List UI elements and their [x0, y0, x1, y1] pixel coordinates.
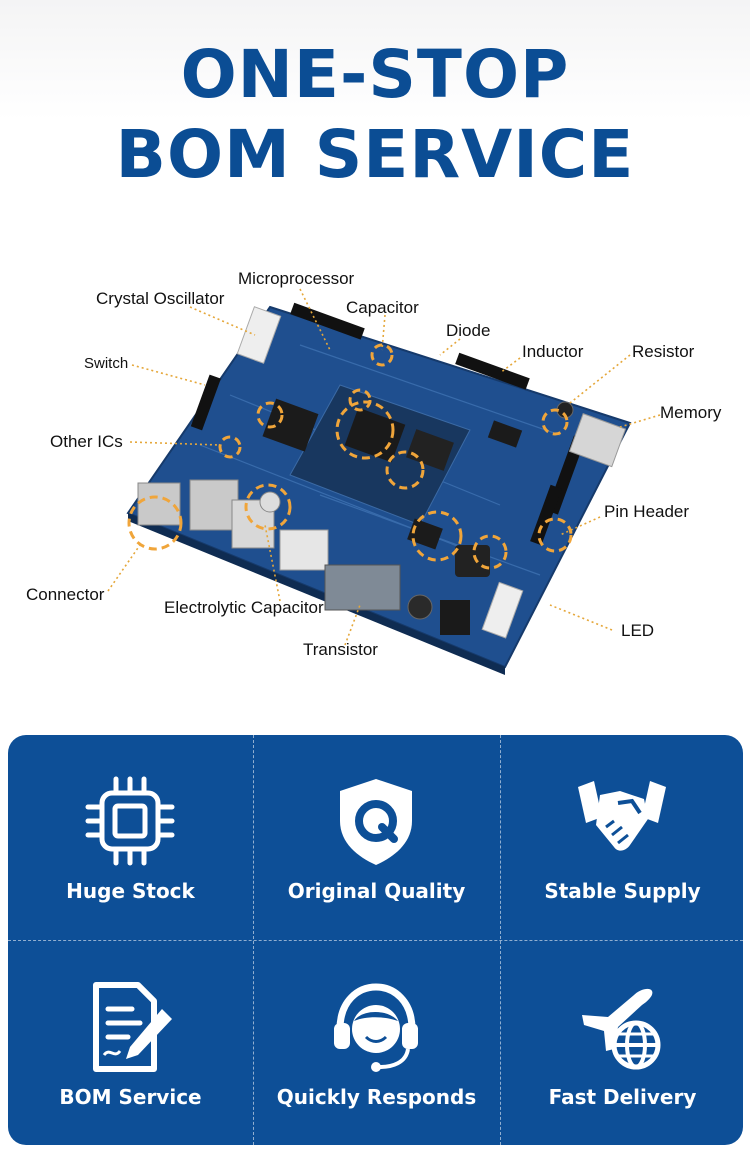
- label-capacitor: Capacitor: [346, 298, 419, 317]
- feature-label: Stable Supply: [544, 879, 701, 903]
- feature-label: Huge Stock: [66, 879, 195, 903]
- feature-label: Fast Delivery: [548, 1085, 697, 1109]
- label-led: LED: [621, 621, 655, 640]
- label-pin-header: Pin Header: [604, 502, 690, 521]
- feature-huge-stock: Huge Stock: [8, 735, 253, 940]
- pcb-diagram: Microprocessor Crystal Oscillator Capaci…: [0, 255, 750, 685]
- feature-original-quality: Original Quality: [254, 735, 499, 940]
- plane-globe-icon: [582, 988, 661, 1070]
- label-transistor: Transistor: [303, 640, 378, 659]
- label-diode: Diode: [446, 321, 491, 340]
- label-inductor: Inductor: [522, 342, 584, 361]
- feature-label: Original Quality: [287, 879, 466, 903]
- headset-icon: [334, 983, 418, 1072]
- feature-bom-service: BOM Service: [8, 941, 253, 1145]
- label-memory: Memory: [660, 403, 722, 422]
- label-electrolytic-capacitor: Electrolytic Capacitor: [164, 598, 324, 617]
- chip-icon: [85, 776, 175, 866]
- feature-label: Quickly Responds: [276, 1085, 477, 1109]
- label-microprocessor: Microprocessor: [238, 269, 355, 288]
- features-panel: Huge Stock Original Quality Stable Suppl…: [8, 735, 743, 1145]
- label-switch: Switch: [84, 355, 129, 372]
- feature-quickly-responds: Quickly Responds: [254, 941, 499, 1145]
- label-resistor: Resistor: [632, 342, 695, 361]
- label-crystal-oscillator: Crystal Oscillator: [96, 289, 225, 308]
- shield-q-icon: [340, 779, 412, 865]
- feature-stable-supply: Stable Supply: [500, 735, 743, 940]
- divider-horizontal: [8, 940, 743, 941]
- feature-fast-delivery: Fast Delivery: [500, 941, 743, 1145]
- document-pen-icon: [93, 982, 172, 1072]
- handshake-icon: [578, 781, 666, 851]
- label-other-ics: Other ICs: [50, 432, 123, 451]
- title-line-1: ONE-STOP: [180, 36, 570, 113]
- label-connector: Connector: [26, 585, 105, 604]
- title-line-2: BOM SERVICE: [115, 116, 635, 193]
- feature-label: BOM Service: [59, 1085, 202, 1109]
- pcb-board-illustration: [107, 288, 661, 675]
